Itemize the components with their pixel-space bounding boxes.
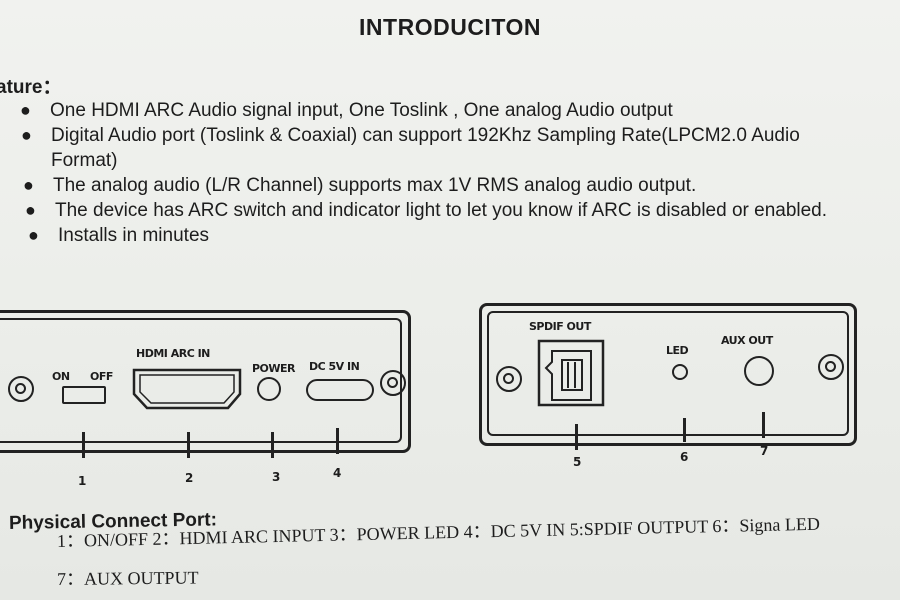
callout-line (575, 424, 578, 450)
page-title: INTRODUCITON (359, 14, 541, 40)
bullet-icon: ● (23, 175, 34, 195)
bullet-icon: ● (25, 200, 36, 220)
bullet-icon: ● (21, 125, 32, 145)
power-label: POWER (252, 362, 296, 375)
on-off-switch (62, 386, 106, 404)
dc-5v-in-label: DC 5V IN (309, 360, 360, 373)
callout-line (762, 412, 765, 438)
dc-input-port (306, 379, 374, 401)
bullet-icon: ● (28, 225, 39, 245)
callout-number: 1 (78, 474, 87, 488)
screw-icon (818, 354, 844, 380)
feature-list: ● One HDMI ARC Audio signal input, One T… (0, 98, 900, 248)
power-led-icon (257, 377, 281, 401)
signal-led-icon (672, 364, 688, 380)
callout-line (82, 432, 85, 458)
feature-text: One HDMI ARC Audio signal input, One Tos… (50, 100, 673, 121)
led-label: LED (666, 344, 689, 357)
feature-heading: ature： (0, 77, 62, 98)
callout-line (187, 432, 190, 458)
aux-out-label: AUX OUT (721, 334, 773, 347)
aux-out-jack-icon (744, 356, 774, 386)
left-device-panel (0, 310, 411, 453)
hdmi-port-icon (132, 368, 242, 410)
feature-item: ● Installs in minutes (28, 223, 900, 248)
feature-text: Digital Audio port (Toslink & Coaxial) c… (51, 125, 800, 171)
toslink-port-icon (537, 339, 605, 407)
spdif-out-label: SPDIF OUT (529, 320, 591, 333)
connect-port-line: 7：AUX OUTPUT (56, 567, 199, 589)
callout-line (336, 428, 339, 454)
right-panel-inner-border (487, 311, 849, 436)
bullet-icon: ● (20, 100, 31, 120)
callout-number: 5 (573, 455, 582, 469)
screw-icon (380, 370, 406, 396)
callout-number: 2 (185, 471, 194, 485)
switch-on-label: ON (52, 370, 70, 383)
feature-item: ● One HDMI ARC Audio signal input, One T… (20, 98, 900, 123)
callout-number: 4 (333, 466, 342, 480)
callout-line (271, 432, 274, 458)
hdmi-arc-in-label: HDMI ARC IN (136, 347, 210, 360)
feature-text: The device has ARC switch and indicator … (55, 200, 828, 221)
feature-text: Installs in minutes (58, 225, 210, 246)
callout-number: 7 (760, 444, 769, 458)
feature-item: ● Digital Audio port (Toslink & Coaxial)… (21, 123, 871, 173)
switch-off-label: OFF (90, 370, 113, 383)
screw-icon (8, 376, 34, 402)
feature-text: The analog audio (L/R Channel) supports … (53, 175, 697, 196)
screw-icon (496, 366, 522, 392)
right-device-panel (479, 303, 857, 446)
callout-number: 3 (272, 470, 281, 484)
feature-item: ● The analog audio (L/R Channel) support… (23, 173, 900, 198)
feature-item: ● The device has ARC switch and indicato… (25, 198, 855, 223)
callout-line (683, 418, 686, 442)
callout-number: 6 (680, 450, 689, 464)
